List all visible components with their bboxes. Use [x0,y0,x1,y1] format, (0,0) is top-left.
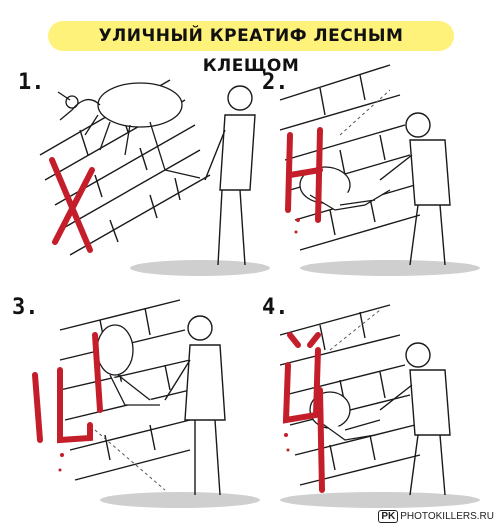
man-figure [204,85,256,266]
man-figure [379,112,451,266]
graffiti-letter: Н [250,59,323,234]
site-name: PHOTOKILLERS.RU [400,511,494,522]
svg-text:Й: Й [250,288,251,291]
site-credit: PK PHOTOKILLERS.RU [378,510,494,523]
panel-3-illustration: Ц [0,289,260,508]
panel-3-number: 3. [12,295,39,320]
panel-4-number: 4. [262,295,289,320]
graffiti-letter: Х [0,59,95,253]
svg-text:Н: Н [250,59,251,61]
man-figure [379,342,451,496]
panel-1-illustration: Х [0,59,270,276]
panel-1-number: 1. [18,70,45,95]
panel-2-illustration: Н [250,59,480,276]
brick-wall [279,64,421,251]
graffiti-letter: Ц [0,289,103,472]
graffiti-letter: Й [250,288,325,493]
tick-insect [57,82,201,179]
comic-title: УЛИЧНЫЙ КРЕАТИФ ЛЕСНЫМ КЛЕЩОМ [98,26,404,76]
title-banner [48,21,454,51]
tick-insect [299,166,391,211]
svg-text:Ц: Ц [0,289,1,291]
tick-insect [96,324,160,406]
man-figure [164,315,226,496]
svg-text:Х: Х [0,59,1,61]
site-badge: PK [378,510,399,523]
panel-4-illustration: Й [250,288,480,508]
panel-2-number: 2. [262,70,289,95]
